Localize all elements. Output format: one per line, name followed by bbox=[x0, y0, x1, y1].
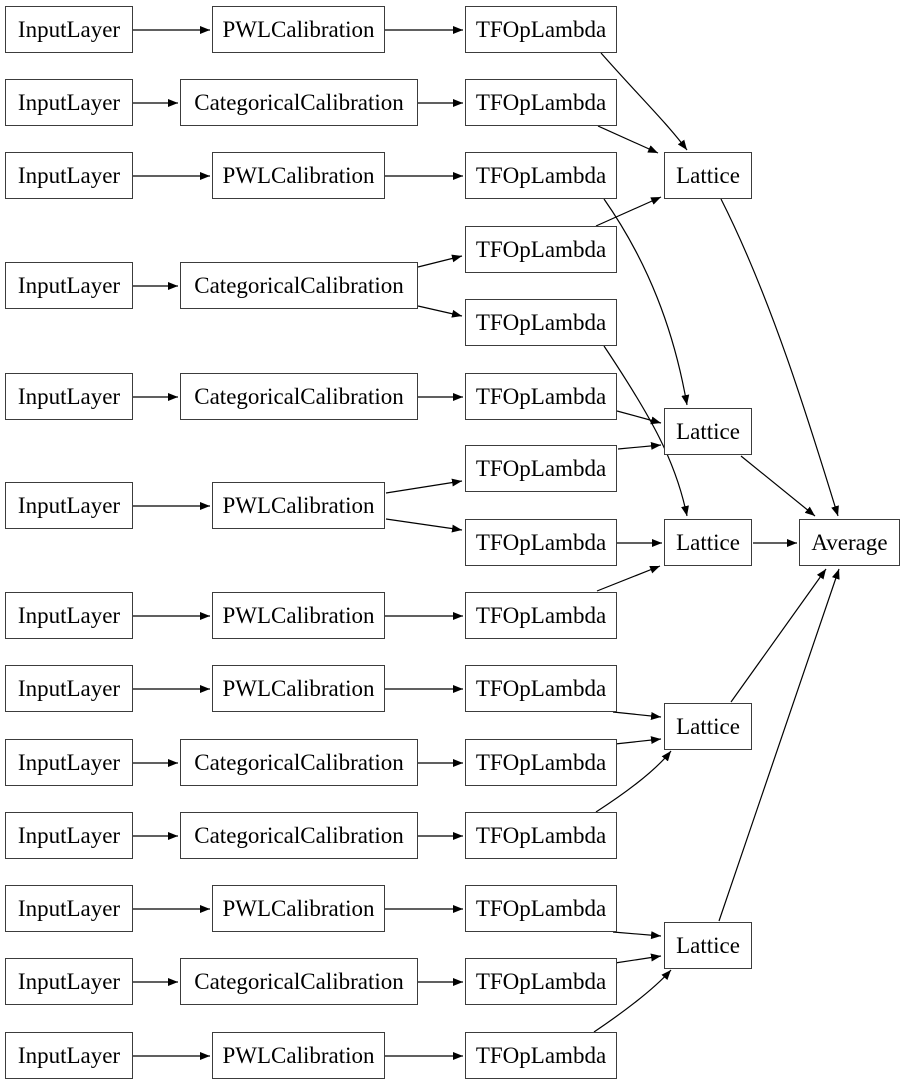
edge-tfop-11-to-lattice-5 bbox=[612, 931, 662, 940]
node-tfop-9: TFOpLambda bbox=[465, 739, 617, 786]
edge-tfop-10-to-lattice-4 bbox=[595, 750, 672, 813]
edge-cat-4-to-tfop-4b bbox=[417, 305, 463, 318]
edge-lattice-1-to-average bbox=[720, 198, 839, 517]
node-input-11: InputLayer bbox=[5, 885, 133, 932]
node-tfop-8: TFOpLambda bbox=[465, 665, 617, 712]
node-tfop-6a: TFOpLambda bbox=[465, 445, 617, 492]
node-cat-2: CategoricalCalibration bbox=[180, 79, 418, 126]
node-average: Average bbox=[799, 519, 900, 566]
node-input-7: InputLayer bbox=[5, 592, 133, 639]
edge-tfop-7-to-lattice-3 bbox=[596, 565, 661, 592]
node-input-9: InputLayer bbox=[5, 739, 133, 786]
edge-tfop-4b-to-lattice-3 bbox=[603, 345, 689, 517]
edge-tfop-5-to-lattice-2 bbox=[616, 410, 662, 425]
node-tfop-5: TFOpLambda bbox=[465, 373, 617, 420]
node-tfop-13: TFOpLambda bbox=[465, 1032, 617, 1079]
edge-pwl-6-to-tfop-6a bbox=[385, 478, 463, 494]
edge-tfop-2-to-lattice-1 bbox=[597, 125, 659, 154]
node-pwl-8: PWLCalibration bbox=[212, 665, 385, 712]
node-tfop-7: TFOpLambda bbox=[465, 592, 617, 639]
node-input-12: InputLayer bbox=[5, 958, 133, 1005]
node-tfop-6b: TFOpLambda bbox=[465, 519, 617, 566]
edge-tfop-4a-to-lattice-1 bbox=[595, 196, 662, 227]
edge-pwl-6-to-tfop-6b bbox=[385, 518, 463, 533]
node-lattice-1: Lattice bbox=[664, 152, 752, 199]
node-lattice-4: Lattice bbox=[664, 703, 752, 750]
node-input-10: InputLayer bbox=[5, 812, 133, 859]
node-cat-9: CategoricalCalibration bbox=[180, 739, 418, 786]
edge-tfop-8-to-lattice-4 bbox=[612, 711, 662, 720]
edge-tfop-3-to-lattice-2 bbox=[603, 198, 690, 406]
node-pwl-1: PWLCalibration bbox=[212, 6, 385, 53]
node-lattice-5: Lattice bbox=[664, 922, 752, 969]
edge-tfop-1-to-lattice-1 bbox=[600, 52, 688, 151]
node-input-4: InputLayer bbox=[5, 262, 133, 309]
node-input-8: InputLayer bbox=[5, 665, 133, 712]
node-pwl-3: PWLCalibration bbox=[212, 152, 385, 199]
node-tfop-4b: TFOpLambda bbox=[465, 299, 617, 346]
node-lattice-3: Lattice bbox=[664, 519, 752, 566]
node-lattice-2: Lattice bbox=[664, 408, 752, 455]
edge-lattice-4-to-average bbox=[730, 568, 827, 703]
edge-tfop-9-to-lattice-4 bbox=[614, 736, 662, 745]
edge-tfop-12-to-lattice-5 bbox=[614, 953, 662, 964]
node-cat-5: CategoricalCalibration bbox=[180, 373, 418, 420]
node-tfop-4a: TFOpLambda bbox=[465, 226, 617, 273]
edge-tfop-13-to-lattice-5 bbox=[593, 969, 672, 1033]
node-input-13: InputLayer bbox=[5, 1032, 133, 1079]
node-input-2: InputLayer bbox=[5, 79, 133, 126]
edge-lattice-2-to-average bbox=[740, 455, 816, 517]
node-tfop-2: TFOpLambda bbox=[465, 79, 617, 126]
node-cat-12: CategoricalCalibration bbox=[180, 958, 418, 1005]
node-cat-10: CategoricalCalibration bbox=[180, 812, 418, 859]
node-pwl-6: PWLCalibration bbox=[212, 482, 385, 529]
node-tfop-11: TFOpLambda bbox=[465, 885, 617, 932]
node-cat-4: CategoricalCalibration bbox=[180, 262, 418, 309]
edges-group bbox=[133, 26, 840, 1060]
node-input-6: InputLayer bbox=[5, 482, 133, 529]
node-input-1: InputLayer bbox=[5, 6, 133, 53]
node-input-3: InputLayer bbox=[5, 152, 133, 199]
node-tfop-10: TFOpLambda bbox=[465, 812, 617, 859]
edge-lattice-5-to-average bbox=[718, 568, 840, 922]
node-tfop-3: TFOpLambda bbox=[465, 152, 617, 199]
node-input-5: InputLayer bbox=[5, 373, 133, 420]
node-pwl-7: PWLCalibration bbox=[212, 592, 385, 639]
edge-tfop-6a-to-lattice-2 bbox=[617, 441, 662, 450]
node-tfop-12: TFOpLambda bbox=[465, 958, 617, 1005]
node-pwl-13: PWLCalibration bbox=[212, 1032, 385, 1079]
node-pwl-11: PWLCalibration bbox=[212, 885, 385, 932]
node-tfop-1: TFOpLambda bbox=[465, 6, 617, 53]
edge-cat-4-to-tfop-4a bbox=[417, 254, 463, 268]
